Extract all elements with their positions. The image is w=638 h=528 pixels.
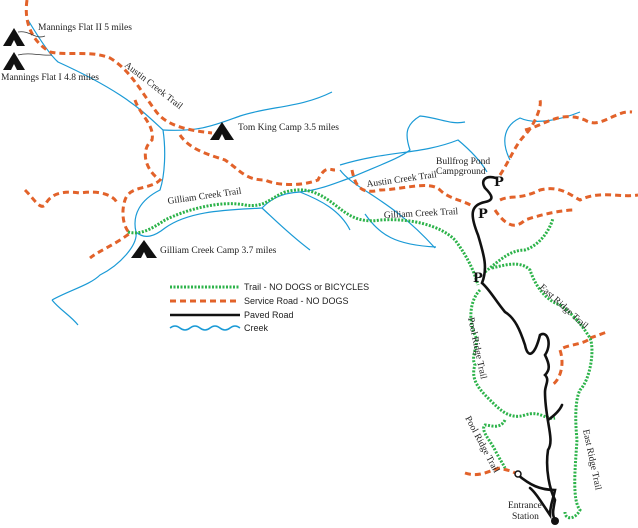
trail: [469, 288, 556, 420]
legend-label: Service Road - NO DOGS: [244, 296, 349, 306]
turnaround: [514, 470, 522, 478]
tent-icon: [131, 240, 157, 258]
tent-icon: [210, 122, 234, 140]
trail: [491, 262, 594, 520]
legend-label: Paved Road: [244, 310, 294, 320]
trail-label: East Ridge Trail: [580, 429, 603, 492]
creek: [135, 115, 466, 237]
legend-label: Creek: [244, 323, 269, 333]
campsite-label: Mannings Flat I 4.8 miles: [1, 73, 99, 83]
trail-label: East Ridge Trail: [537, 283, 590, 332]
creeks: [27, 19, 581, 326]
bullfrog-pond-label: Bullfrog Pond: [436, 156, 490, 167]
trail: [482, 419, 507, 469]
service-road: [499, 187, 638, 202]
trail: [484, 217, 555, 274]
entrance-station-label: Entrance: [508, 501, 542, 511]
trail-label: Austin Creek Trail: [122, 60, 184, 112]
trail: [127, 188, 480, 286]
creek: [364, 213, 437, 248]
paved-road-main: [471, 175, 557, 522]
creek: [504, 111, 581, 161]
trails: [127, 188, 594, 520]
paved-road-spur: [546, 403, 564, 422]
tent-icon: [3, 52, 25, 70]
trail-label: Pool Ridge Trail: [462, 415, 500, 475]
tent-icon: [3, 28, 25, 46]
entrance-station-marker: [551, 517, 559, 525]
trail-label: Pool Ridge Trail: [465, 317, 488, 381]
service-road: [493, 208, 576, 227]
creek: [339, 139, 488, 173]
campsite-label: Tom King Camp 3.5 miles: [238, 123, 339, 133]
service-road: [498, 96, 542, 176]
parking-icon: P: [473, 271, 483, 286]
creek: [299, 191, 351, 231]
service-road: [551, 330, 610, 387]
service-roads: [23, 0, 638, 477]
service-road: [24, 0, 213, 135]
creek: [51, 299, 79, 326]
legend-label: Trail - NO DOGS or BICYCLES: [244, 282, 369, 292]
service-road: [89, 99, 163, 260]
creek: [261, 207, 311, 251]
trail-label: Gilliam Creek Trail: [384, 207, 459, 221]
service-road: [23, 188, 120, 208]
service-road: [350, 169, 476, 210]
campsite-label: Gilliam Creek Camp 3.7 miles: [160, 246, 277, 256]
entrance-station-label: Station: [512, 512, 539, 522]
creek: [339, 169, 436, 249]
creek: [27, 19, 166, 301]
paved-road-spur: [516, 473, 557, 520]
parking-icon: P: [494, 175, 504, 190]
paved-road: [471, 175, 564, 525]
parking-icon: P: [478, 207, 488, 222]
service-road: [464, 466, 516, 477]
bullfrog-pond-label: Campground: [436, 167, 486, 177]
legend: Trail - NO DOGS or BICYCLES Service Road…: [169, 282, 369, 333]
campsite-label: Mannings Flat II 5 miles: [38, 23, 132, 33]
legend-creek-swatch: [169, 325, 241, 331]
service-road: [524, 110, 633, 132]
service-road: [178, 134, 336, 186]
